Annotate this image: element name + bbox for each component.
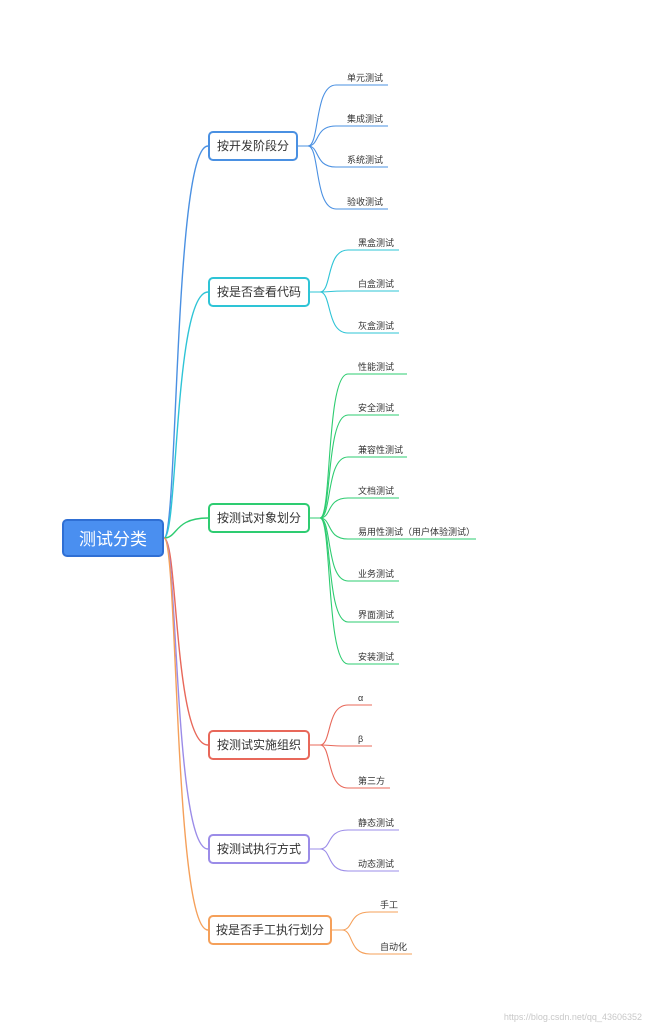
leaf-connector xyxy=(310,829,399,850)
leaf-node[interactable]: 动态测试 xyxy=(358,859,395,869)
root-node[interactable]: 测试分类 xyxy=(62,519,164,557)
leaf-node[interactable]: 安全测试 xyxy=(358,403,395,413)
leaf-connector xyxy=(298,145,388,210)
category-node[interactable]: 按是否查看代码 xyxy=(208,277,310,307)
leaf-node[interactable]: 静态测试 xyxy=(358,818,395,828)
leaf-node[interactable]: 性能测试 xyxy=(358,362,395,372)
leaf-node[interactable]: 第三方 xyxy=(358,776,386,786)
leaf-node[interactable]: 文档测试 xyxy=(358,486,395,496)
leaf-node[interactable]: 易用性测试（用户体验测试） xyxy=(358,527,476,537)
root-connector-2 xyxy=(163,517,209,539)
category-node[interactable]: 按测试执行方式 xyxy=(208,834,310,864)
leaf-connector xyxy=(332,929,412,955)
leaf-connector xyxy=(310,291,399,334)
category-node[interactable]: 按测试对象划分 xyxy=(208,503,310,533)
leaf-node[interactable]: α xyxy=(358,693,364,703)
leaf-node[interactable]: 白盒测试 xyxy=(358,279,395,289)
category-node[interactable]: 按开发阶段分 xyxy=(208,131,298,161)
leaf-node[interactable]: 灰盒测试 xyxy=(358,321,395,331)
category-node[interactable]: 按是否手工执行划分 xyxy=(208,915,332,945)
leaf-connector xyxy=(310,848,399,872)
leaf-node[interactable]: 验收测试 xyxy=(347,197,384,207)
leaf-node[interactable]: 系统测试 xyxy=(347,155,384,165)
leaf-connector xyxy=(332,911,398,931)
root-connector-5 xyxy=(163,537,209,931)
leaf-node[interactable]: 界面测试 xyxy=(358,610,395,620)
leaf-node[interactable]: 黑盒测试 xyxy=(358,238,395,248)
root-connector-0 xyxy=(163,145,209,539)
leaf-node[interactable]: 单元测试 xyxy=(347,73,384,83)
leaf-connector xyxy=(310,414,399,519)
leaf-node[interactable]: 手工 xyxy=(380,900,399,910)
leaf-connector xyxy=(310,517,399,665)
leaf-node[interactable]: 安装测试 xyxy=(358,652,395,662)
category-node[interactable]: 按测试实施组织 xyxy=(208,730,310,760)
root-connector-3 xyxy=(163,537,209,746)
leaf-connector xyxy=(310,744,390,789)
leaf-node[interactable]: 集成测试 xyxy=(347,114,384,124)
leaf-node[interactable]: β xyxy=(358,734,364,744)
watermark: https://blog.csdn.net/qq_43606352 xyxy=(503,1012,642,1022)
root-connector-1 xyxy=(163,291,209,539)
leaf-node[interactable]: 自动化 xyxy=(380,942,408,952)
leaf-node[interactable]: 兼容性测试 xyxy=(358,445,404,455)
leaf-node[interactable]: 业务测试 xyxy=(358,569,395,579)
